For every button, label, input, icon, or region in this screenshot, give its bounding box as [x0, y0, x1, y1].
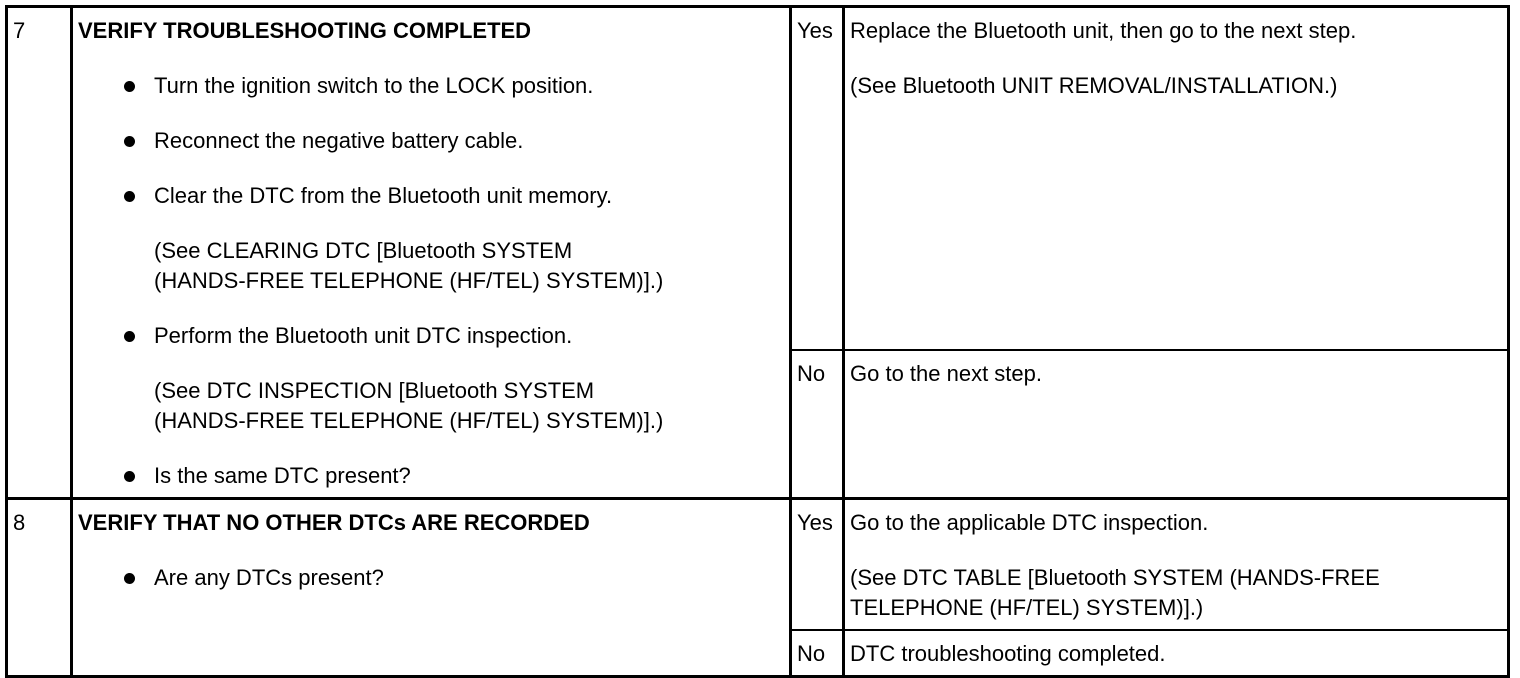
bullet-icon: [124, 331, 135, 342]
no-label: No: [789, 348, 845, 500]
check-item: Clear the DTC from the Bluetooth unit me…: [78, 181, 785, 296]
reference-line: (See CLEARING DTC [Bluetooth SYSTEM: [154, 238, 573, 263]
check-item-text: Are any DTCs present?: [154, 565, 384, 590]
action-text: Go to the applicable DTC inspection.: [850, 510, 1209, 535]
check-item: Reconnect the negative battery cable.: [78, 126, 785, 156]
check-item-text: Turn the ignition switch to the LOCK pos…: [154, 73, 594, 98]
step-description: VERIFY TROUBLESHOOTING COMPLETED Turn th…: [70, 5, 792, 500]
step-title: VERIFY TROUBLESHOOTING COMPLETED: [78, 18, 532, 43]
step-description: VERIFY THAT NO OTHER DTCs ARE RECORDED A…: [70, 497, 792, 678]
step-number: 7: [5, 5, 73, 500]
bullet-icon: [124, 471, 135, 482]
reference-line: (HANDS-FREE TELEPHONE (HF/TEL) SYSTEM)].…: [154, 408, 664, 433]
check-item: Perform the Bluetooth unit DTC inspectio…: [78, 321, 785, 436]
check-list: Are any DTCs present?: [78, 563, 785, 593]
reference-line: (See DTC INSPECTION [Bluetooth SYSTEM: [154, 378, 595, 403]
reference-note: (See DTC INSPECTION [Bluetooth SYSTEM (H…: [154, 376, 785, 436]
action-text: DTC troubleshooting completed.: [850, 641, 1166, 666]
step-number: 8: [5, 497, 73, 678]
no-action: Go to the next step.: [842, 348, 1510, 500]
reference-line: TELEPHONE (HF/TEL) SYSTEM)].): [850, 595, 1204, 620]
step-title: VERIFY THAT NO OTHER DTCs ARE RECORDED: [78, 510, 590, 535]
reference-line: (HANDS-FREE TELEPHONE (HF/TEL) SYSTEM)].…: [154, 268, 664, 293]
check-item-text: Is the same DTC present?: [154, 463, 411, 488]
step-7-no-row: No Go to the next step.: [7, 348, 1510, 500]
check-item: Turn the ignition switch to the LOCK pos…: [78, 71, 785, 101]
yes-label: Yes: [789, 497, 845, 631]
check-item: Are any DTCs present?: [78, 563, 785, 593]
check-item-text: Perform the Bluetooth unit DTC inspectio…: [154, 323, 573, 348]
step-7-yes-row: 7 VERIFY TROUBLESHOOTING COMPLETED Turn …: [5, 4, 1510, 500]
bullet-icon: [124, 573, 135, 584]
check-list: Turn the ignition switch to the LOCK pos…: [78, 71, 785, 491]
yes-action: Replace the Bluetooth unit, then go to t…: [842, 4, 1510, 351]
check-item-text: Reconnect the negative battery cable.: [154, 128, 524, 153]
check-item-text: Clear the DTC from the Bluetooth unit me…: [154, 183, 613, 208]
action-reference: (See DTC TABLE [Bluetooth SYSTEM (HANDS-…: [850, 563, 1503, 623]
reference-line: (See DTC TABLE [Bluetooth SYSTEM (HANDS-…: [850, 565, 1380, 590]
yes-action: Go to the applicable DTC inspection. (Se…: [842, 497, 1510, 631]
action-text: Replace the Bluetooth unit, then go to t…: [850, 18, 1357, 43]
troubleshooting-table: 7 VERIFY TROUBLESHOOTING COMPLETED Turn …: [5, 4, 1510, 678]
yes-label: Yes: [789, 4, 845, 351]
step-8-yes-row: 8 VERIFY THAT NO OTHER DTCs ARE RECORDED…: [5, 497, 1510, 678]
bullet-icon: [124, 136, 135, 147]
action-text: Go to the next step.: [850, 360, 1043, 386]
check-item: Is the same DTC present?: [78, 461, 785, 491]
bullet-icon: [124, 81, 135, 92]
bullet-icon: [124, 191, 135, 202]
action-reference: (See Bluetooth UNIT REMOVAL/INSTALLATION…: [850, 73, 1338, 98]
reference-note: (See CLEARING DTC [Bluetooth SYSTEM (HAN…: [154, 236, 785, 296]
